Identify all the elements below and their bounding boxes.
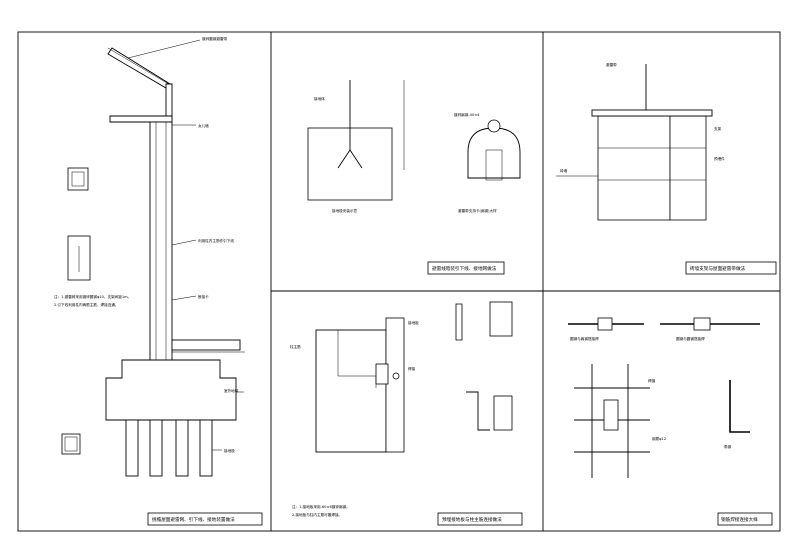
p3-label-l20: 避雷带: [606, 62, 617, 67]
ground-slab: [171, 339, 241, 351]
p4-label-l22: 柱主筋: [290, 344, 301, 349]
p4-label-l13: 焊接: [408, 366, 416, 371]
panel-5-rebar-welding: 圆钢与扁钢搭接焊 圆钢与圆钢搭接焊 焊缝 钢筋φ12 角钢 钢筋焊接连接大样: [568, 317, 773, 526]
sheet-frame: [17, 31, 781, 532]
panel-1-eave-detail: 镀锌圆钢避雷带 女儿墙 利用柱内主筋作引下线 断接卡 室外地坪 接地极 注：1.…: [54, 36, 263, 526]
leader-l5: [171, 295, 197, 301]
roof-slope: [107, 47, 171, 89]
lightning-rod-line: [107, 47, 173, 87]
label-l1: 镀锌圆钢避雷带: [202, 36, 228, 41]
pile-b: [149, 419, 163, 477]
p3-label-l16: 支架: [714, 126, 722, 131]
clip-stem: [485, 149, 503, 181]
section-box-a: [67, 167, 89, 191]
note-p4-a: 注：1.接地板采用-60×6镀锌扁钢。: [292, 504, 350, 509]
plate-front: [489, 301, 513, 337]
p2-label-l10: 镀锌扁钢-40×4: [454, 112, 480, 117]
caption-p1: 挑檐屋面避雷网、引下线、接地装置做法: [152, 516, 235, 523]
p2-label-l26: 接地体: [314, 96, 325, 101]
p3-label-l18: 砖墙: [560, 168, 568, 173]
coping: [591, 109, 713, 117]
angle-section: [729, 380, 750, 433]
panel-2-electrode-detail: 接地极安装示意 避雷带支持卡(扁钢)大样 接地体 镀锌扁钢-40×4 避雷线暗装…: [307, 80, 521, 275]
electrode-fork: [337, 149, 363, 169]
panel-3-brick-wall: 砖墙 支架 预埋件 避雷带 砖墙支架与屋面避雷带做法: [556, 62, 777, 275]
brick-wall-left: [597, 115, 671, 221]
note-p1-a: 注：1.避雷网采用镀锌圆钢φ10，支架间距1m。: [54, 294, 131, 299]
embedded-plate: [375, 363, 389, 385]
parapet: [165, 83, 173, 121]
column-section: [315, 329, 387, 453]
p5-label-l29: 钢筋φ12: [652, 436, 666, 441]
column: [149, 121, 173, 361]
label-l7: 室外地坪: [224, 388, 239, 393]
caption-p4: 预埋接地板与柱主筋连接做法: [442, 516, 502, 523]
label-l9: 接地极: [224, 448, 235, 453]
weld-joint-a: [597, 317, 613, 331]
plate-side: [455, 303, 463, 341]
caption-box-p5: [717, 512, 773, 526]
wall-section: [385, 317, 405, 453]
weld-joint-b: [693, 317, 711, 331]
bar-front: [493, 395, 513, 431]
caption-p2: 避雷线暗装引下线、接地网做法: [432, 265, 497, 272]
sub-p5-b: 圆钢与圆钢搭接焊: [676, 336, 705, 341]
support-clip: [467, 127, 521, 179]
p5-label-l21: 焊缝: [648, 378, 656, 383]
p4-label-l23: 接地板: [408, 320, 419, 325]
brick-wall-right: [669, 115, 707, 221]
grid-cell: [603, 399, 619, 431]
label-l2: 利用柱内主筋作引下线: [198, 238, 234, 243]
footing: [105, 359, 237, 421]
caption-p3: 砖墙支架与屋面避雷带做法: [690, 265, 746, 272]
note-p1-b: 2.引下线利用柱内两根主筋，焊接连通。: [54, 302, 119, 307]
p5-label-l14: 角钢: [724, 444, 732, 449]
sub-p5-a: 圆钢与扁钢搭接焊: [570, 336, 599, 341]
sub-a-title: 接地极安装示意: [332, 208, 358, 213]
pile-c: [175, 419, 189, 477]
eave-slab: [109, 115, 173, 123]
leader-l2: [171, 239, 197, 246]
pile-d: [199, 419, 213, 477]
caption-box-p4: [437, 512, 523, 526]
caption-box-p1: [147, 512, 263, 526]
section-box-b-inner: [64, 436, 78, 452]
leader-l1: [127, 39, 201, 59]
note-p4-b: 2.接地板与柱内主筋可靠焊接。: [292, 512, 342, 517]
bolt: [392, 372, 400, 380]
section-box-b: [61, 433, 81, 455]
caption-box-p2: [427, 261, 505, 275]
p3-label-l17: 预埋件: [714, 156, 725, 161]
section-box-a-inner: [71, 171, 85, 187]
sub-b-title: 避雷带支持卡(扁钢)大样: [458, 208, 497, 213]
caption-box-p3: [685, 261, 777, 275]
caption-p5: 钢筋焊接连接大样: [721, 516, 758, 523]
label-l5: 断接卡: [198, 294, 209, 299]
pile-a: [125, 419, 139, 477]
label-l3: 女儿墙: [198, 123, 209, 128]
bent-bar: [466, 391, 490, 431]
clip-rod: [487, 119, 501, 133]
panel-4-embedded-plate: 接地板 焊接 柱主筋 注：1.接地板采用-60×6镀锌扁钢。 2.接地板与柱内主…: [290, 301, 523, 526]
